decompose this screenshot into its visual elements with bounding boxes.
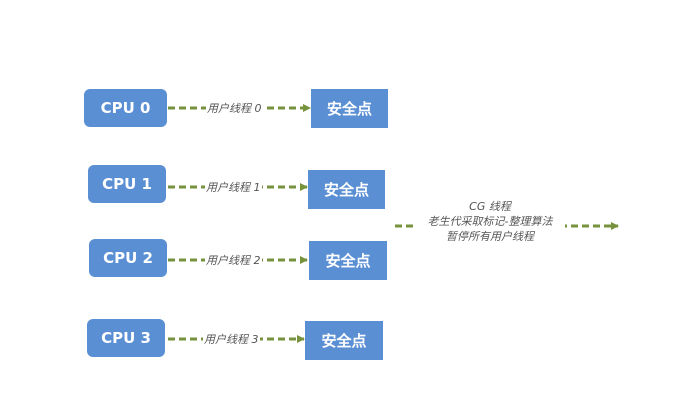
thread-0-label: 用户线程 0 <box>206 102 263 115</box>
gc-line-3: 暂停所有用户线程 <box>446 230 534 243</box>
gc-line-1: CG 线程 <box>469 200 511 213</box>
safepoint-1-box: 安全点 <box>308 170 385 209</box>
cpu-0-box: CPU 0 <box>84 89 167 127</box>
cpu-2-box: CPU 2 <box>89 239 167 277</box>
thread-2-label: 用户线程 2 <box>205 254 262 267</box>
thread-3-label: 用户线程 3 <box>203 333 260 346</box>
cpu-1-box: CPU 1 <box>88 165 166 203</box>
safepoint-0-box: 安全点 <box>311 89 388 128</box>
safepoint-3-box: 安全点 <box>305 321 383 360</box>
cpu-3-box: CPU 3 <box>87 319 165 357</box>
gc-line-2: 老生代采取标记-整理算法 <box>427 215 553 228</box>
gc-thread-label: CG 线程 老生代采取标记-整理算法 暂停所有用户线程 <box>415 199 565 244</box>
safepoint-2-box: 安全点 <box>309 241 387 280</box>
thread-1-label: 用户线程 1 <box>205 181 262 194</box>
